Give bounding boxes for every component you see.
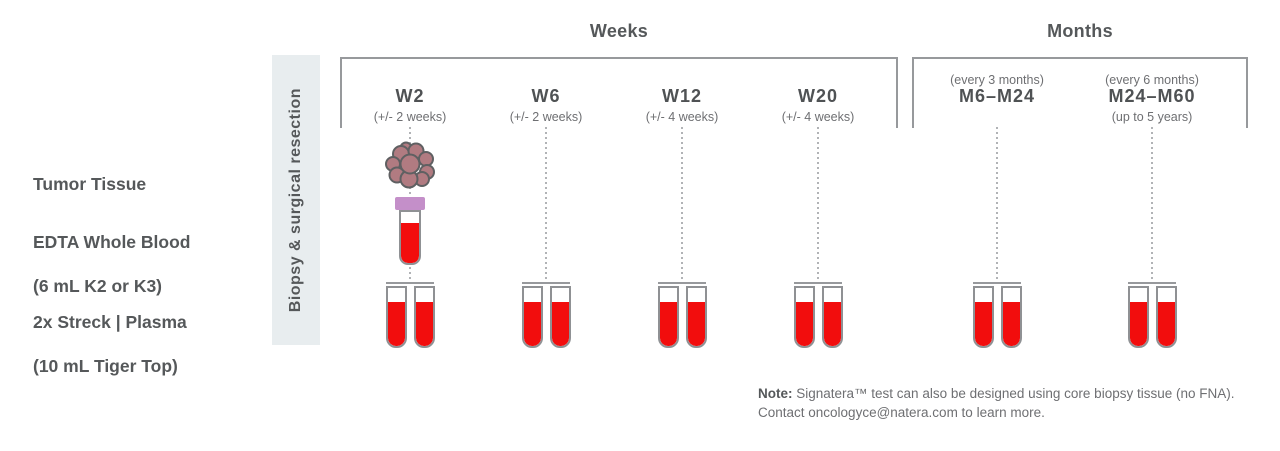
row-label-streck-plasma: 2x Streck | Plasma (10 mL Tiger Top) xyxy=(33,289,187,399)
weeks-bracket xyxy=(340,57,898,128)
timepoint-label: W12 xyxy=(661,86,702,106)
footnote-line-1: Note: Signatera™ test can also be design… xyxy=(758,384,1235,403)
streck-tube-icon xyxy=(972,286,994,348)
footnote-line-2: Contact oncologyce@natera.com to learn m… xyxy=(758,405,1045,420)
timepoint-window-note: (+/- 2 weeks) xyxy=(509,110,583,124)
row-label-line: (6 mL K2 or K3) xyxy=(33,276,163,296)
blood-fill xyxy=(659,301,677,346)
tube-rack-line xyxy=(386,282,434,284)
row-label-line: 2x Streck | Plasma xyxy=(33,312,187,332)
blood-fill xyxy=(687,301,705,346)
streck-tube-icon xyxy=(821,286,843,348)
tube-rack-line xyxy=(1128,282,1176,284)
biopsy-surgical-resection-band: Biopsy & surgical resection xyxy=(272,55,320,345)
blood-fill xyxy=(1002,301,1020,346)
tube-rack-line xyxy=(522,282,570,284)
blood-fill xyxy=(1129,301,1147,346)
row-label-line: (10 mL Tiger Top) xyxy=(33,356,178,376)
blood-fill xyxy=(415,301,433,346)
edta-tube-icon xyxy=(399,210,421,265)
row-label-tumor-tissue: Tumor Tissue xyxy=(33,151,146,217)
timeline-dotted-line xyxy=(1151,127,1153,284)
timeline-dotted-line xyxy=(545,127,547,284)
streck-tube-icon xyxy=(549,286,571,348)
timepoint-label: W20 xyxy=(797,86,838,106)
streck-tube-pair xyxy=(657,286,707,348)
weeks-section-header: Weeks xyxy=(589,21,649,41)
timepoint-frequency-note: (every 6 months) xyxy=(1105,73,1199,87)
timepoint-window-note: (+/- 4 weeks) xyxy=(781,110,855,124)
blood-fill xyxy=(795,301,813,346)
streck-tube-icon xyxy=(657,286,679,348)
row-label-line: EDTA Whole Blood xyxy=(33,232,191,252)
edta-tube-cap xyxy=(395,197,425,210)
row-label-line: Tumor Tissue xyxy=(33,174,147,194)
streck-tube-icon xyxy=(1000,286,1022,348)
footnote: Note: Signatera™ test can also be design… xyxy=(758,384,1235,422)
streck-tube-pair xyxy=(1127,286,1177,348)
streck-tube-icon xyxy=(1127,286,1149,348)
blood-fill xyxy=(974,301,992,346)
timepoint-frequency-note: (every 3 months) xyxy=(950,73,1044,87)
streck-tube-icon xyxy=(385,286,407,348)
timeline-dotted-line xyxy=(996,127,998,284)
streck-tube-pair xyxy=(385,286,435,348)
row-label-edta-whole-blood: EDTA Whole Blood (6 mL K2 or K3) xyxy=(33,209,190,319)
timepoint-label: W6 xyxy=(531,86,561,106)
streck-tube-pair xyxy=(521,286,571,348)
footnote-text: Signatera™ test can also be designed usi… xyxy=(792,386,1235,401)
blood-fill xyxy=(1157,301,1175,346)
timeline-dotted-line xyxy=(817,127,819,284)
tube-rack-line xyxy=(973,282,1021,284)
tube-rack-line xyxy=(658,282,706,284)
blood-fill xyxy=(523,301,541,346)
streck-tube-icon xyxy=(413,286,435,348)
blood-fill xyxy=(551,301,569,346)
tube-rack-line xyxy=(794,282,842,284)
streck-tube-icon xyxy=(1155,286,1177,348)
blood-fill xyxy=(823,301,841,346)
timepoint-window-note: (+/- 2 weeks) xyxy=(373,110,447,124)
timepoint-column-m24-m60: (every 6 months) M24–M60 (up to 5 years) xyxy=(1087,70,1217,370)
tumor-tissue-icon xyxy=(385,141,435,189)
months-section-header: Months xyxy=(1047,21,1113,41)
timepoint-column-w2: W2 (+/- 2 weeks) xyxy=(345,70,475,370)
timeline-dotted-line xyxy=(681,127,683,284)
timepoint-label: M6–M24 xyxy=(958,86,1036,106)
streck-tube-icon xyxy=(793,286,815,348)
timepoint-window-note: (+/- 4 weeks) xyxy=(645,110,719,124)
timepoint-column-m6-m24: (every 3 months) M6–M24 xyxy=(932,70,1062,370)
footnote-prefix: Note: xyxy=(758,386,793,401)
blood-fill xyxy=(401,223,419,263)
streck-tube-pair xyxy=(793,286,843,348)
timepoint-column-w6: W6 (+/- 2 weeks) xyxy=(481,70,611,370)
timepoint-label: M24–M60 xyxy=(1108,86,1196,106)
streck-tube-icon xyxy=(685,286,707,348)
streck-tube-icon xyxy=(521,286,543,348)
streck-tube-pair xyxy=(972,286,1022,348)
timepoint-label: W2 xyxy=(395,86,425,106)
timepoint-column-w12: W12 (+/- 4 weeks) xyxy=(617,70,747,370)
months-bracket xyxy=(912,57,1248,128)
biopsy-band-label: Biopsy & surgical resection xyxy=(287,87,304,313)
timepoint-duration-note: (up to 5 years) xyxy=(1111,110,1193,124)
timepoint-column-w20: W20 (+/- 4 weeks) xyxy=(753,70,883,370)
blood-fill xyxy=(387,301,405,346)
